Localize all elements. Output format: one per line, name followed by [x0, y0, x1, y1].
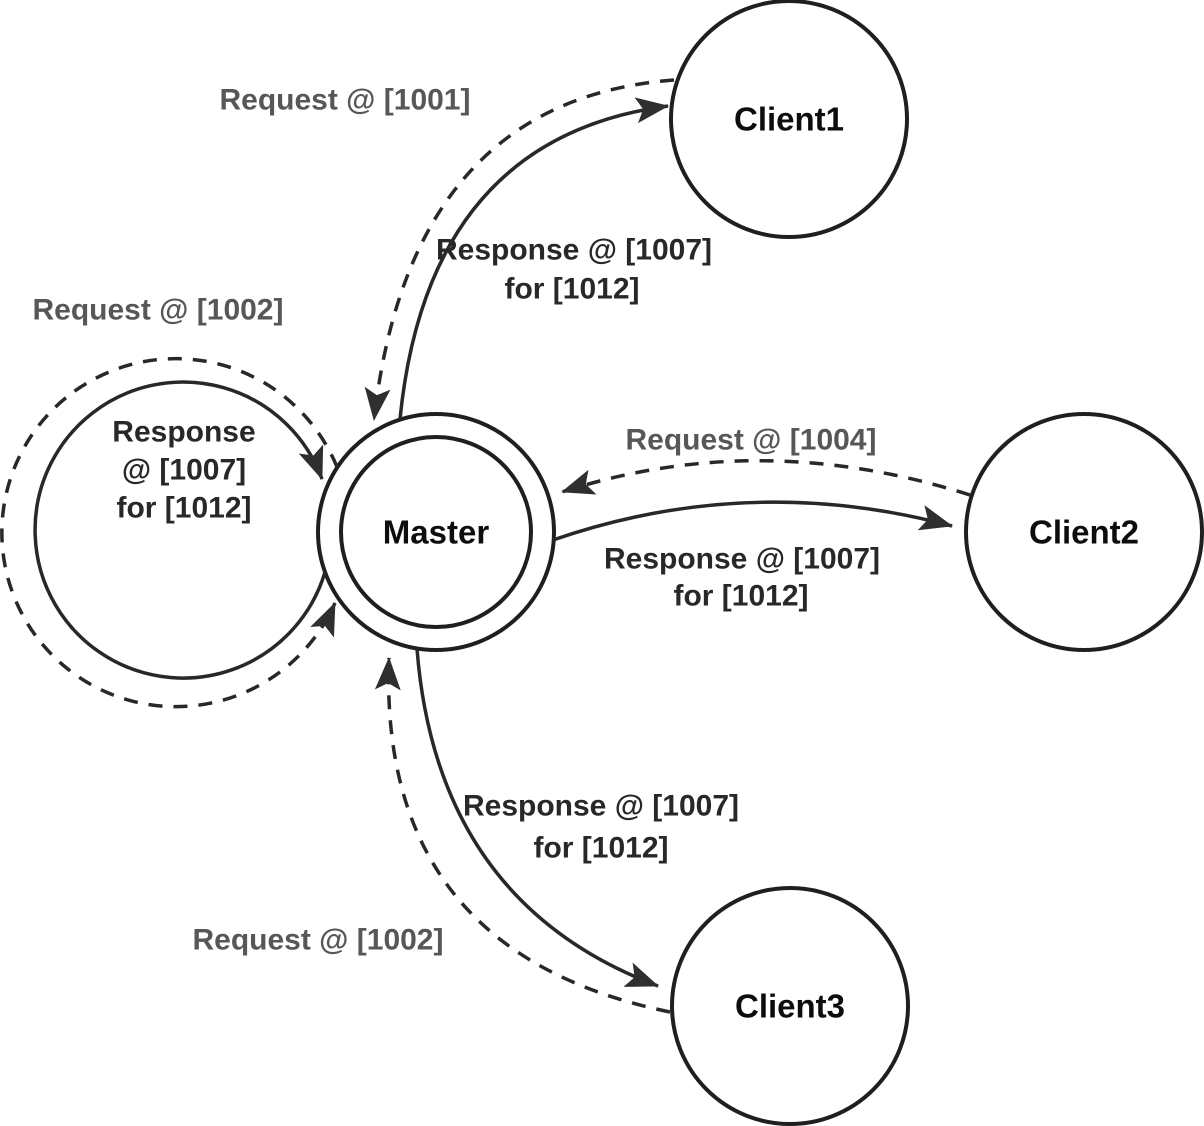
- node-client1-circle: [669, 0, 909, 239]
- label-response-client1-line1: Response @ [1007]: [436, 234, 712, 267]
- node-master-label: Master: [383, 514, 490, 551]
- label-response-self-loop-line1: Response: [112, 416, 255, 449]
- edge-request-client3-to-master: [374, 657, 671, 1014]
- edge-response-master-to-client3: [415, 648, 659, 988]
- label-response-client2-line2: for [1012]: [673, 580, 808, 613]
- label-request-self-loop: Request @ [1002]: [32, 294, 283, 327]
- edge-request-client2-to-master: [561, 459, 971, 497]
- label-response-self-loop-line3: for [1012]: [116, 492, 251, 525]
- edge-self-response-loop: [33, 380, 327, 680]
- edge-self-request-loop: [0, 356, 339, 709]
- label-response-client3-line2: for [1012]: [533, 832, 668, 865]
- label-request-client2: Request @ [1004]: [625, 424, 876, 457]
- node-master-inner-circle: [339, 435, 533, 629]
- edge-response-master-to-client2: [552, 500, 953, 542]
- node-client2-circle: [964, 412, 1204, 652]
- node-client3-circle: [670, 886, 910, 1126]
- label-response-client2-line1: Response @ [1007]: [604, 543, 880, 576]
- label-response-self-loop-line2: @ [1007]: [122, 454, 246, 487]
- node-client1-label: Client1: [734, 101, 844, 138]
- label-request-client3: Request @ [1002]: [192, 924, 443, 957]
- edge-response-master-to-client1: [398, 97, 669, 420]
- label-request-client1: Request @ [1001]: [219, 84, 470, 117]
- node-client2-label: Client2: [1029, 514, 1139, 551]
- label-response-client3-line1: Response @ [1007]: [463, 790, 739, 823]
- edge-request-client1-to-master: [364, 78, 675, 421]
- node-client3-label: Client3: [735, 988, 845, 1025]
- label-response-client1-line2: for [1012]: [504, 273, 639, 306]
